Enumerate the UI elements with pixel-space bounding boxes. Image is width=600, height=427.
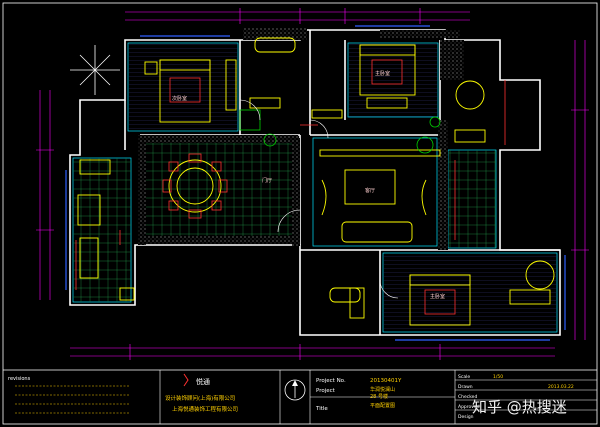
title-value: 平面配置图 [370, 403, 395, 409]
watermark: 知乎 @热搜迷 [472, 398, 567, 416]
company-line-1: 设计装饰顾问(上海)有限公司 [165, 394, 235, 402]
drawn-label: Drawn [458, 384, 473, 390]
project-label: Project [316, 388, 336, 394]
room-label-hall: 门厅 [262, 177, 272, 184]
north-arrow-icon [284, 379, 306, 401]
furniture [77, 37, 555, 326]
revisions-label: revisions [8, 376, 31, 382]
detail-marks [75, 59, 506, 315]
company-line-2: 上海悦通装饰工程有限公司 [172, 405, 238, 413]
room-label-living: 客厅 [365, 187, 375, 194]
project-value-2: 28 号楼 [370, 393, 388, 400]
doors [239, 99, 399, 299]
company-logo-icon [183, 373, 189, 387]
scale-label: Scale [458, 374, 470, 380]
dining-chairs [162, 153, 228, 219]
checked-label: Checked [458, 394, 477, 400]
design-label: Design [458, 414, 474, 420]
dimension-lines [36, 8, 589, 360]
revision-lines [15, 385, 130, 414]
wall-hatch [138, 28, 464, 250]
compass-icon [70, 45, 120, 95]
room-labels: 次卧室 主卧室 客厅 主卧室 门厅 [172, 70, 445, 300]
project-value-1: 华润悦澜山 [370, 386, 395, 393]
project-no-value: 20130401Y [370, 378, 402, 384]
floor-finishes [73, 43, 557, 332]
windows [65, 25, 566, 341]
scale-value: 1/50 [493, 374, 503, 380]
room-label-master-bottom: 主卧室 [430, 293, 445, 300]
room-label-bedroom-left: 次卧室 [172, 95, 187, 102]
room-label-master-top: 主卧室 [375, 70, 390, 77]
company-short: 悦通 [196, 377, 210, 386]
project-no-label: Project No. [316, 378, 346, 384]
date-value: 2013.03.22 [548, 384, 574, 390]
approved-label: Approved [458, 404, 480, 410]
title-block [159, 370, 597, 424]
title-label: Title [315, 406, 328, 412]
